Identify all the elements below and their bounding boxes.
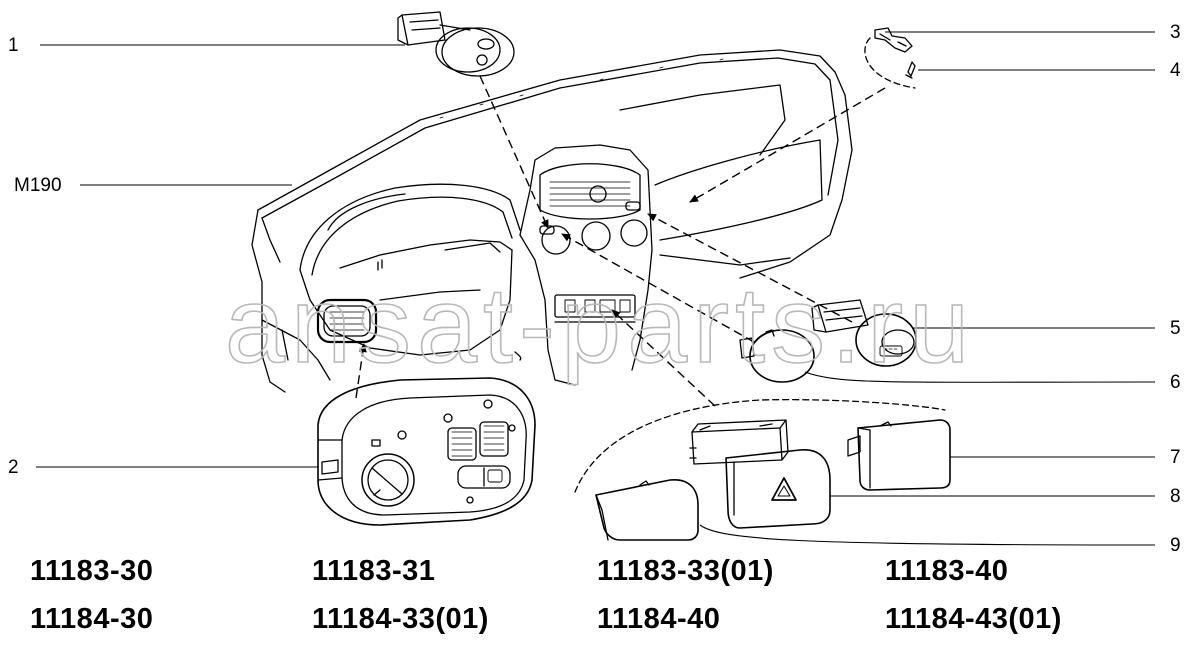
callout-8: 8 <box>1170 486 1181 507</box>
part-7-blank-switch <box>847 419 951 491</box>
leader-lines <box>36 31 1156 546</box>
part-1-round-switch <box>397 11 515 77</box>
part-2-light-switch-module <box>317 377 536 526</box>
part-5-defrost-switch <box>811 299 917 367</box>
model-code: 11184-43(01) <box>885 603 1062 635</box>
assembly-arrows <box>355 75 886 407</box>
watermark-text: ansat-parts.ru <box>225 264 975 385</box>
model-code: 11184-40 <box>597 603 721 635</box>
callout-6: 6 <box>1170 372 1181 393</box>
model-code: 11183-30 <box>30 555 154 587</box>
callout-7: 7 <box>1170 447 1181 468</box>
part-9-blank-cover <box>595 479 699 541</box>
callout-1: 1 <box>8 35 19 56</box>
switch-group-outline <box>574 399 946 493</box>
callout-3: 3 <box>1170 22 1181 43</box>
model-code: 11183-31 <box>312 555 436 587</box>
dashboard-panel <box>251 49 853 393</box>
part-8-hazard-switch <box>689 419 831 529</box>
bracket-group-outline <box>864 37 916 89</box>
model-code: 11184-33(01) <box>312 603 489 635</box>
part-4-screw <box>905 61 916 79</box>
model-code: 11183-33(01) <box>597 555 774 587</box>
callout-5: 5 <box>1170 318 1181 339</box>
callout-m190: M190 <box>14 175 62 196</box>
model-code: 11183-40 <box>885 555 1009 587</box>
callout-4: 4 <box>1170 60 1181 81</box>
callout-9: 9 <box>1170 535 1181 556</box>
model-code: 11184-30 <box>30 603 154 635</box>
callout-2: 2 <box>8 457 19 478</box>
